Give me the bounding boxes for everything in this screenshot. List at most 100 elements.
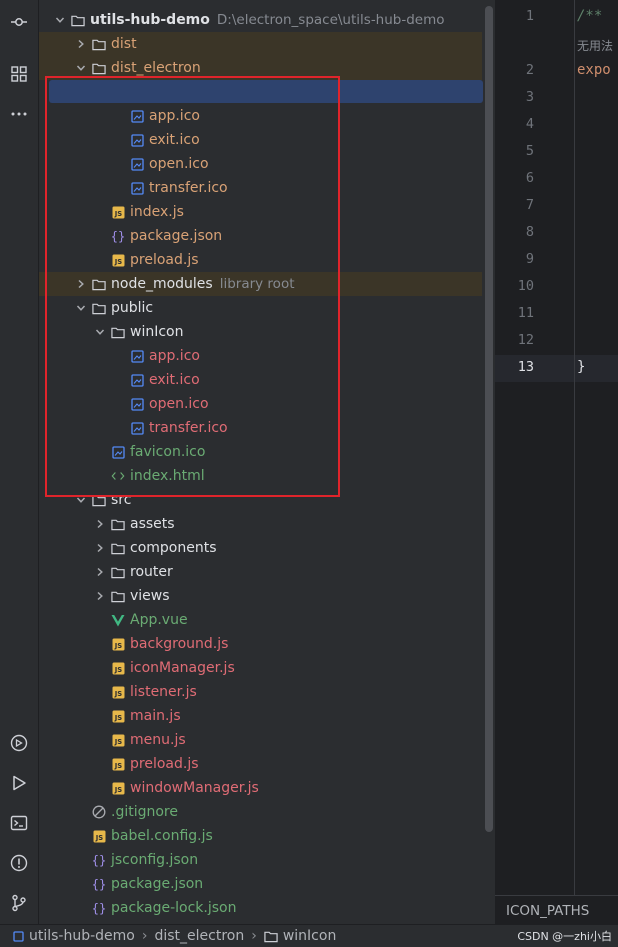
terminal-icon[interactable] — [0, 809, 38, 837]
json-file-icon: {} — [111, 229, 125, 244]
tree-item[interactable]: transfer.ico — [39, 416, 482, 440]
tree-item-label: windowManager.js — [130, 780, 259, 796]
folder-icon — [71, 13, 85, 27]
json-file-icon: {} — [92, 901, 106, 916]
line-number: 9 — [525, 251, 534, 267]
problems-icon[interactable] — [0, 849, 38, 877]
image-file-icon — [130, 349, 144, 363]
tree-item-label: assets — [130, 516, 175, 532]
line-number: 5 — [525, 143, 534, 159]
tree-item[interactable]: router — [39, 560, 482, 584]
vue-file-icon — [111, 613, 125, 627]
tree-item[interactable]: transfer.ico — [39, 176, 482, 200]
tree-item[interactable]: JS windowManager.js — [39, 776, 482, 800]
status-bar: utils-hub-demo › dist_electron › winIcon… — [0, 924, 618, 947]
tree-item[interactable]: App.vue — [39, 608, 482, 632]
tree-item[interactable]: JS index.js — [39, 200, 482, 224]
tree-item[interactable]: index.html — [39, 464, 482, 488]
tree-item[interactable]: favicon.ico — [39, 440, 482, 464]
tree-item-label: router — [130, 564, 173, 580]
tree-item[interactable]: open.ico — [39, 152, 482, 176]
code-editor[interactable] — [495, 0, 618, 924]
chevron-right-icon[interactable] — [74, 277, 88, 291]
more-icon[interactable] — [0, 100, 38, 128]
tree-scrollbar-thumb[interactable] — [485, 6, 493, 832]
tree-item[interactable]: public — [39, 296, 482, 320]
tree-item[interactable]: {}package.json — [39, 872, 482, 896]
tree-item[interactable]: open.ico — [39, 392, 482, 416]
chevron-down-icon[interactable] — [74, 493, 88, 507]
tree-item[interactable]: dist — [39, 32, 482, 56]
chevron-right-icon[interactable] — [93, 589, 107, 603]
tree-item[interactable]: views — [39, 584, 482, 608]
breadcrumb-separator-icon: › — [141, 928, 148, 944]
tree-item[interactable]: {}package.json — [39, 224, 482, 248]
line-number: 7 — [525, 197, 534, 213]
image-file-icon — [111, 445, 125, 459]
git-icon[interactable] — [0, 889, 38, 917]
tree-item[interactable]: assets — [39, 512, 482, 536]
tree-item[interactable]: dist_electron — [39, 56, 482, 80]
project-tree: utils-hub-demo D:\electron_space\utils-h… — [39, 0, 482, 924]
tree-item-label: App.vue — [130, 612, 188, 628]
chevron-down-icon[interactable] — [74, 61, 88, 75]
chevron-down-icon[interactable] — [93, 325, 107, 339]
chevron-right-icon[interactable] — [93, 517, 107, 531]
module-icon — [11, 929, 25, 943]
services-icon[interactable] — [0, 729, 38, 757]
tree-item[interactable]: exit.ico — [39, 128, 482, 152]
tree-item-label: jsconfig.json — [111, 852, 199, 868]
tree-item-label: package.json — [111, 876, 204, 892]
breadcrumb-separator-icon: › — [251, 928, 257, 944]
tree-item[interactable]: app.ico — [39, 104, 482, 128]
root-name: utils-hub-demo — [90, 12, 210, 28]
javascript-file-icon: JS — [111, 637, 125, 651]
svg-text:JS: JS — [113, 666, 122, 674]
tree-item[interactable]: {}jsconfig.json — [39, 848, 482, 872]
code-closing-brace: } — [577, 359, 586, 375]
tree-item[interactable]: src — [39, 488, 482, 512]
breadcrumb-project[interactable]: utils-hub-demo — [29, 928, 135, 944]
chevron-right-icon[interactable] — [93, 565, 107, 579]
breadcrumb-current[interactable]: winIcon — [282, 928, 337, 944]
tree-item-label: views — [130, 588, 170, 604]
code-export-keyword: expo — [577, 62, 611, 78]
tree-root[interactable]: utils-hub-demo D:\electron_space\utils-h… — [53, 8, 482, 32]
tree-item[interactable]: components — [39, 536, 482, 560]
folder-icon — [111, 517, 125, 531]
tree-item-label: index.js — [130, 204, 184, 220]
run-icon[interactable] — [0, 769, 38, 797]
tree-item[interactable]: winIcon — [39, 320, 482, 344]
image-file-icon — [130, 181, 144, 195]
chevron-right-icon[interactable] — [93, 541, 107, 555]
tree-item[interactable]: .gitignore — [39, 800, 482, 824]
chevron-right-icon[interactable] — [74, 37, 88, 51]
tree-item-label: .gitignore — [111, 804, 178, 820]
chevron-down-icon[interactable] — [53, 13, 67, 27]
tree-item[interactable]: {}package-lock.json — [39, 896, 482, 920]
tree-item[interactable]: exit.ico — [39, 368, 482, 392]
line-number: 10 — [517, 278, 534, 294]
tree-item-label: exit.ico — [149, 132, 200, 148]
tree-item-label: preload.js — [130, 756, 199, 772]
editor-symbol-label[interactable]: ICON_PATHS — [506, 903, 590, 919]
breadcrumb-folder[interactable]: dist_electron — [154, 928, 245, 944]
tree-item[interactable]: app.ico — [39, 344, 482, 368]
svg-text:JS: JS — [113, 210, 122, 218]
line-number: 8 — [525, 224, 534, 240]
structure-icon[interactable] — [0, 60, 38, 88]
chevron-down-icon[interactable] — [74, 301, 88, 315]
image-file-icon — [130, 397, 144, 411]
image-file-icon — [130, 157, 144, 171]
javascript-file-icon: JS — [111, 781, 125, 795]
commit-icon[interactable] — [0, 8, 38, 36]
